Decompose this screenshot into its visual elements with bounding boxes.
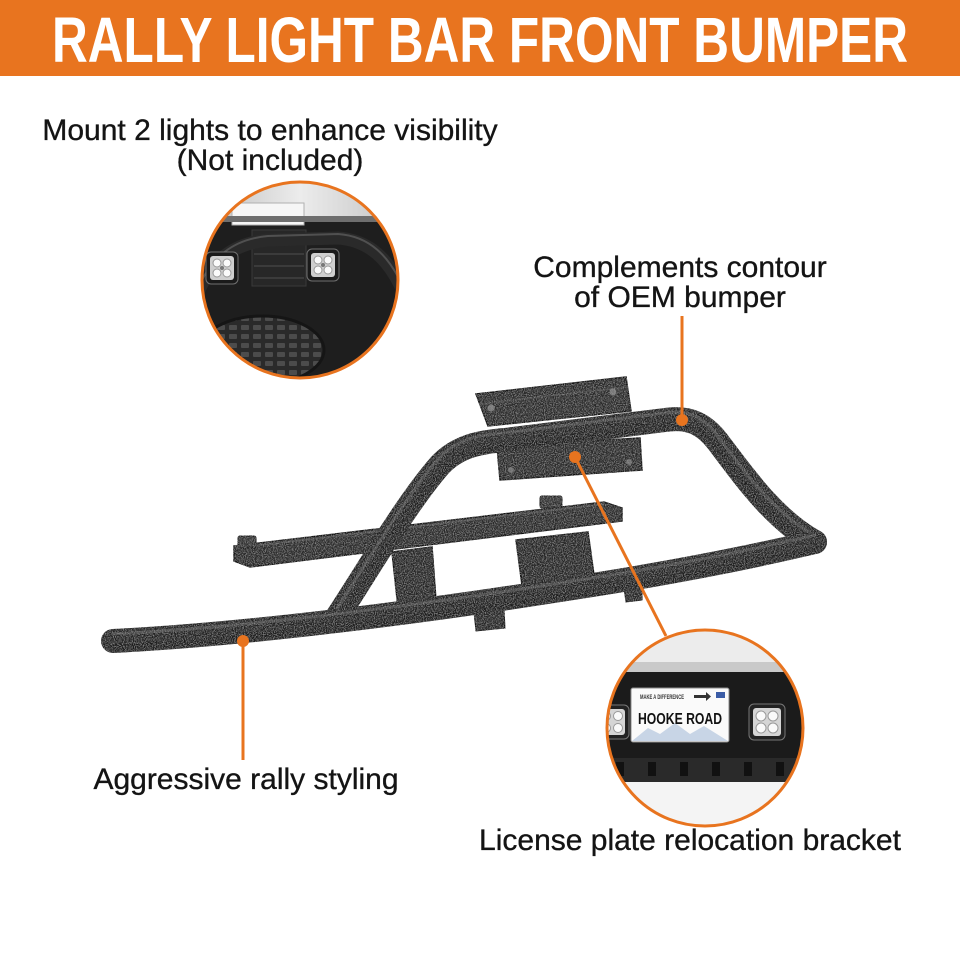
lower-bumper xyxy=(607,758,803,782)
header-banner: RALLY LIGHT BAR FRONT BUMPER xyxy=(0,0,960,76)
led-pod xyxy=(222,268,232,278)
bolt-hole xyxy=(609,388,617,396)
front-tube xyxy=(101,530,827,653)
plate-badge xyxy=(716,692,725,698)
led-pod xyxy=(222,258,232,268)
bolt-hole xyxy=(508,467,514,473)
bumper-product xyxy=(101,376,827,653)
led-pod xyxy=(755,710,767,722)
leader-dot xyxy=(569,451,581,463)
led-pod xyxy=(323,255,333,265)
notch xyxy=(776,762,784,776)
led-light-left xyxy=(607,704,630,740)
callout-styling: Aggressive rally styling xyxy=(46,763,446,796)
tire xyxy=(202,314,326,378)
leader-plate xyxy=(569,451,668,637)
plate-tagline: MAKE A DIFFERENCE xyxy=(640,695,684,701)
mounting-plate xyxy=(233,501,623,568)
plate-mountain-graphic xyxy=(632,723,728,741)
bolt-hole xyxy=(487,404,495,412)
leader-dot xyxy=(237,635,249,647)
body-edge xyxy=(607,662,803,672)
led-light-right xyxy=(306,248,340,282)
notch xyxy=(744,762,752,776)
notch xyxy=(616,762,624,776)
callout-lights: Mount 2 lights to enhance visibility (No… xyxy=(0,114,540,177)
led-center xyxy=(321,263,325,267)
inset-plate-detail: MAKE A DIFFERENCE HOOKE ROAD xyxy=(607,630,803,826)
mounting-clip xyxy=(539,495,563,509)
leader-dot xyxy=(676,414,688,426)
led-pod xyxy=(313,265,323,275)
mounting-clip xyxy=(237,535,257,549)
inset-plate-border xyxy=(605,628,805,828)
led-pod xyxy=(613,711,623,721)
leader-styling xyxy=(237,635,249,760)
notch xyxy=(712,762,720,776)
upper-bracket-plate xyxy=(474,376,632,427)
leader-line xyxy=(573,456,668,637)
front-tube-shadow xyxy=(110,546,818,651)
led-pod xyxy=(313,255,323,265)
led-pod xyxy=(767,710,779,722)
license-plate: MAKE A DIFFERENCE HOOKE ROAD xyxy=(630,687,730,743)
mounting-plate-edge xyxy=(235,503,605,549)
inset-lights-detail xyxy=(202,182,398,378)
notch xyxy=(680,762,688,776)
inset-lights-border xyxy=(200,180,400,380)
lower-bumper-notches xyxy=(616,762,784,776)
upper-bracket-bend xyxy=(478,386,629,405)
led-pod xyxy=(212,268,222,278)
callout-plate: License plate relocation bracket xyxy=(470,824,910,857)
callout-contour-line1: Complements contour xyxy=(533,251,827,284)
callout-contour: Complements contour of OEM bumper xyxy=(480,251,880,314)
led-light-right xyxy=(748,703,786,741)
callout-lights-line2: (Not included) xyxy=(176,144,364,177)
led-light-left xyxy=(205,251,239,285)
body-edge xyxy=(202,216,398,222)
led-pod xyxy=(755,722,767,734)
callout-styling-text: Aggressive rally styling xyxy=(93,763,399,796)
vehicle-body xyxy=(607,630,803,662)
led-pod xyxy=(613,723,623,733)
led-center xyxy=(220,266,224,270)
callout-plate-text: License plate relocation bracket xyxy=(479,824,901,857)
notch xyxy=(648,762,656,776)
hoop-shadow xyxy=(333,423,819,630)
header-title-svg: RALLY LIGHT BAR FRONT BUMPER xyxy=(52,4,908,76)
page-title: RALLY LIGHT BAR FRONT BUMPER xyxy=(52,4,908,76)
front-tube-highlight xyxy=(111,533,817,636)
callout-contour-line2: of OEM bumper xyxy=(574,281,786,314)
callout-lights-line1: Mount 2 lights to enhance visibility xyxy=(42,114,498,147)
led-pod xyxy=(767,722,779,734)
arrow-icon xyxy=(694,692,711,701)
light-bar-hoop xyxy=(323,407,827,632)
plate-name: HOOKE ROAD xyxy=(638,711,722,728)
bolt-hole xyxy=(626,459,632,465)
led-pod xyxy=(212,258,222,268)
led-pod xyxy=(323,265,333,275)
hoop-highlight xyxy=(332,410,816,615)
leader-contour xyxy=(676,316,688,426)
